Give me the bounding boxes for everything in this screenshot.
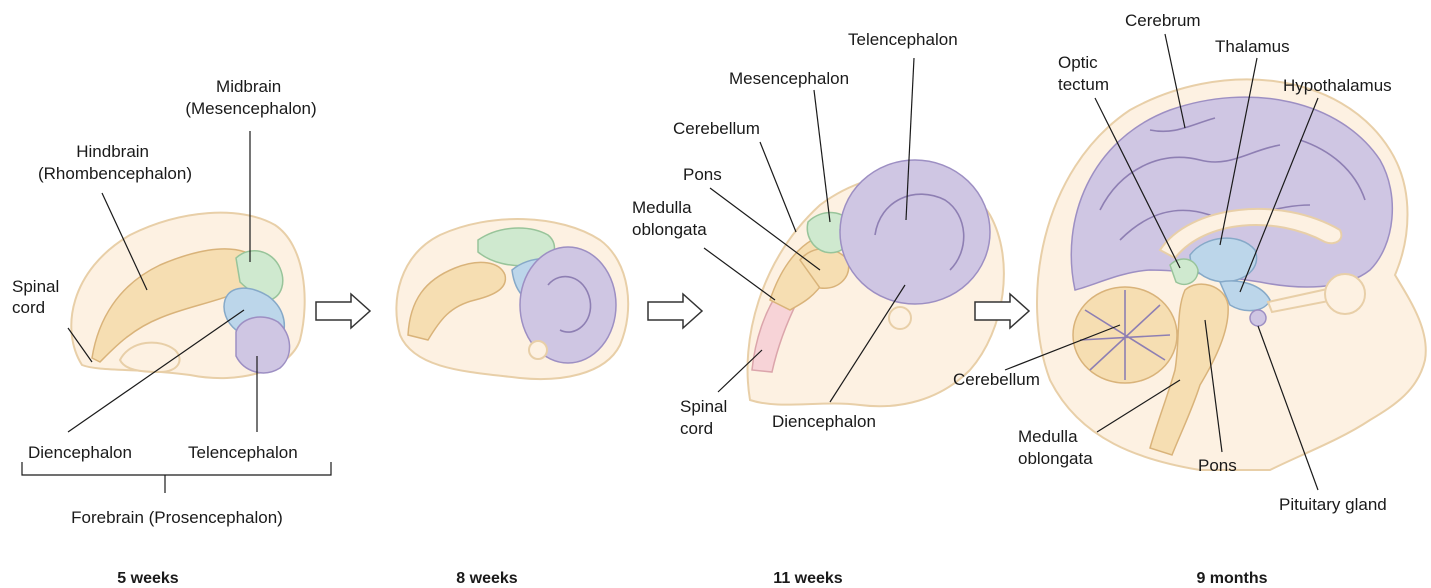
label-diencephalon-5w: Diencephalon: [28, 443, 132, 462]
caption-11-weeks: 11 weeks: [773, 570, 843, 587]
eye-9m: [1325, 274, 1365, 314]
label-telencephalon-5w: Telencephalon: [188, 443, 298, 462]
telencephalon-11w: [840, 160, 990, 304]
label-mesencephalon-11w: Mesencephalon: [729, 69, 849, 88]
arrow-5w-to-8w: [316, 294, 370, 328]
label-hypothalamus: Hypothalamus: [1283, 76, 1392, 95]
label-diencephalon-11w: Diencephalon: [772, 412, 876, 431]
label-pituitary-gland: Pituitary gland: [1279, 495, 1387, 514]
stage-5-weeks: Midbrain (Mesencephalon) Hindbrain (Rhom…: [12, 77, 331, 587]
telencephalon-5w: [236, 317, 290, 373]
caption-9-months: 9 months: [1196, 570, 1267, 587]
label-medulla-11w: Medulla oblongata: [632, 198, 707, 239]
label-cerebellum-11w: Cerebellum: [673, 119, 760, 138]
label-spinal-cord-5w: Spinal cord: [12, 277, 64, 317]
leader-medulla-11w: [704, 248, 775, 300]
label-cerebellum-9m: Cerebellum: [953, 370, 1040, 389]
label-optic-tectum: Optic tectum: [1058, 53, 1109, 94]
pituitary-gland-9m: [1250, 310, 1266, 326]
label-medulla-9m: Medulla oblongata: [1018, 427, 1093, 468]
leader-mesencephalon-11w: [814, 90, 830, 222]
label-cerebrum: Cerebrum: [1125, 11, 1201, 30]
label-pons-11w: Pons: [683, 165, 722, 184]
caption-8-weeks: 8 weeks: [456, 570, 517, 587]
stage-8-weeks: 8 weeks: [396, 219, 628, 587]
stage-9-months: Cerebrum Optic tectum Thalamus Hypothala…: [953, 11, 1426, 587]
label-pons-9m: Pons: [1198, 456, 1237, 475]
label-thalamus: Thalamus: [1215, 37, 1290, 56]
optic-bud-11w: [889, 307, 911, 329]
label-forebrain: Forebrain (Prosencephalon): [71, 508, 283, 527]
label-midbrain: Midbrain (Mesencephalon): [185, 77, 316, 118]
label-spinal-cord-11w: Spinal cord: [680, 397, 732, 438]
label-telencephalon-11w: Telencephalon: [848, 30, 958, 49]
optic-bud-8w: [529, 341, 547, 359]
leader-cerebellum-11w: [760, 142, 796, 232]
forebrain-bracket: [22, 462, 331, 493]
caption-5-weeks: 5 weeks: [117, 570, 178, 587]
label-hindbrain: Hindbrain (Rhombencephalon): [38, 142, 192, 183]
arrow-8w-to-11w: [648, 294, 702, 328]
